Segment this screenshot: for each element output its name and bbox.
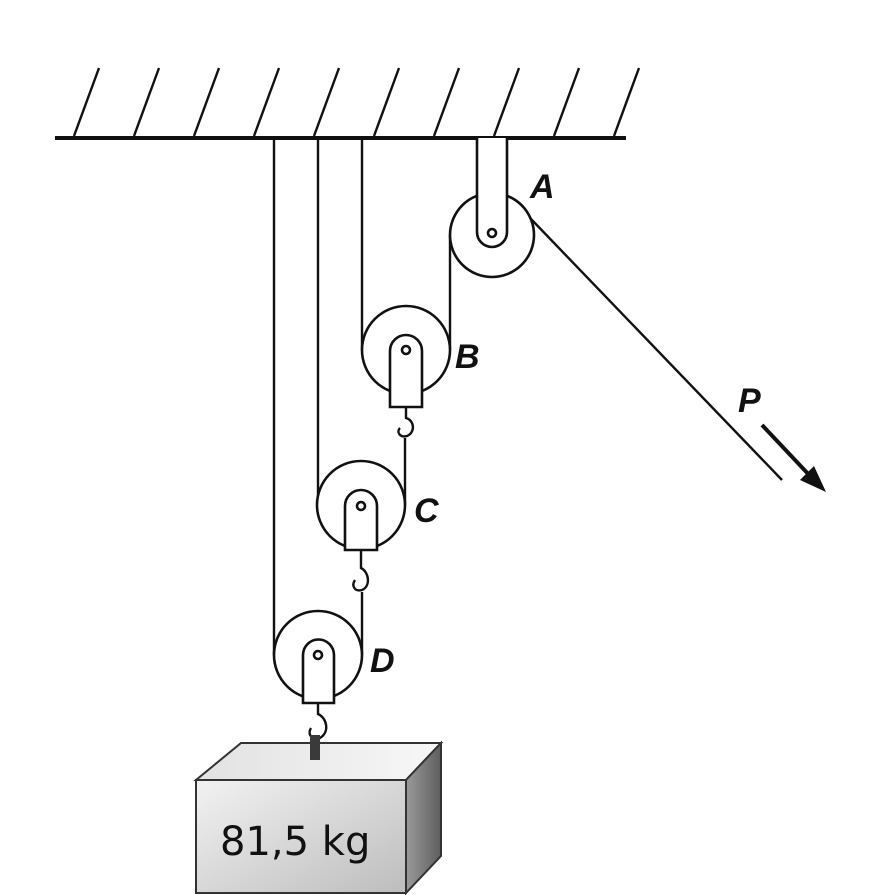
pulley-d [272, 609, 364, 740]
pulley-b [360, 304, 452, 438]
hook-c [352, 551, 370, 592]
label-p: P [738, 382, 761, 420]
ropes [272, 138, 783, 655]
label-c: C [414, 492, 439, 530]
ceiling [55, 67, 641, 140]
label-b: B [455, 338, 480, 376]
label-a: A [529, 168, 555, 206]
box-handle [310, 735, 320, 760]
hook-b [397, 408, 415, 438]
ceiling-hatching [72, 67, 641, 137]
label-d: D [370, 642, 395, 680]
force-arrow-p [760, 423, 826, 492]
hook-d [308, 704, 328, 740]
pulley-a [448, 138, 536, 279]
load-box: 81,5 kg [193, 735, 444, 895]
mass-label: 81,5 kg [220, 819, 370, 865]
pulley-c [315, 459, 407, 592]
